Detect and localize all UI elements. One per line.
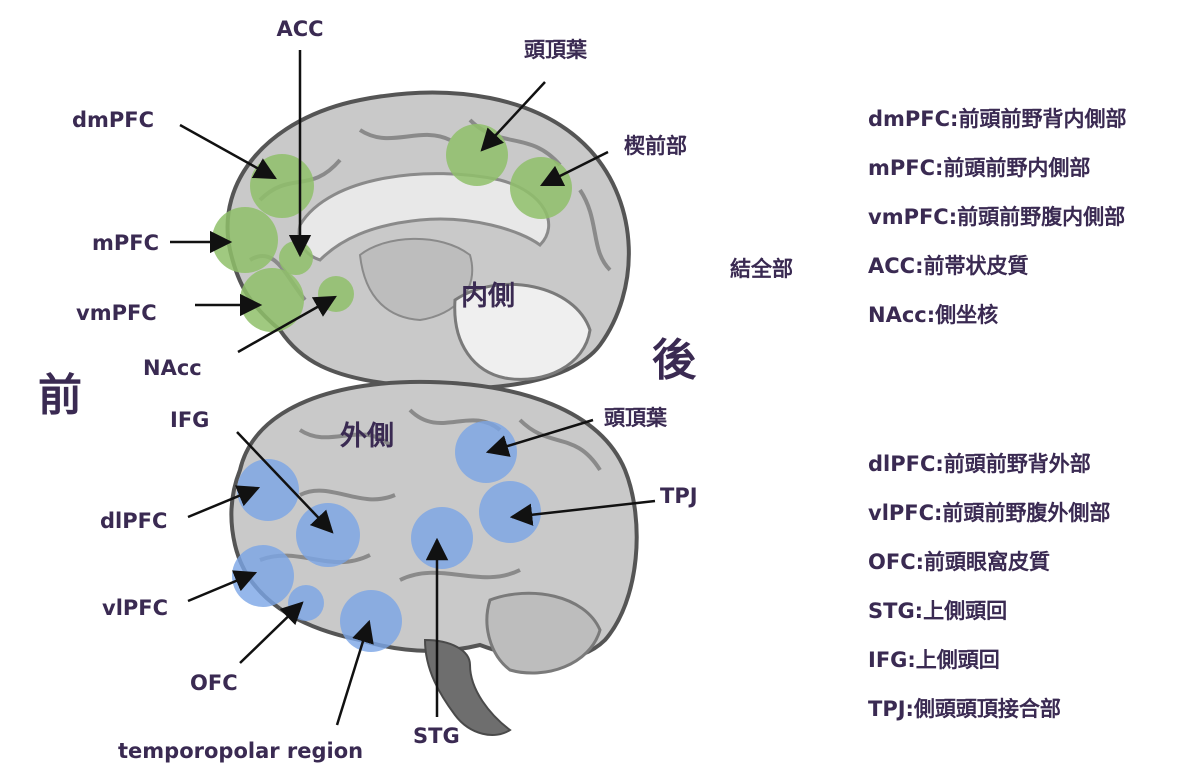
parietal-lateral-region <box>455 421 517 483</box>
nacc-arrow <box>237 295 337 354</box>
medial-brain <box>225 90 631 391</box>
stg-label: STG <box>413 724 460 748</box>
vlpfc-region <box>232 545 294 607</box>
medial-regions <box>212 124 572 332</box>
temporopolar-label: temporopolar region <box>118 739 363 763</box>
ifg-label: IFG <box>170 408 209 432</box>
temporopolar-arrow <box>335 619 374 726</box>
ofc-label: OFC <box>190 671 238 695</box>
legend-item: vlPFC:前頭前野腹外側部 <box>868 501 1111 525</box>
lateral-view-label: 外側 <box>340 421 394 452</box>
legend-item: NAcc:側坐核 <box>868 303 999 327</box>
vlpfc-label: vlPFC <box>102 596 168 620</box>
acc-label: ACC <box>276 17 323 41</box>
nacc-region <box>318 276 354 312</box>
parietal-medial-label: 頭頂葉 <box>524 38 588 62</box>
legend-item: IFG:上側頭回 <box>868 648 1000 672</box>
legend-item: TPJ:側頭頭頂接合部 <box>868 697 1061 721</box>
back-label: 後 <box>652 335 697 386</box>
tpj-label: TPJ <box>660 484 698 508</box>
parietal-lateral-arrow <box>485 418 594 457</box>
legend-item: dlPFC:前頭前野背外部 <box>868 452 1091 476</box>
pointer-arrows <box>170 50 656 726</box>
acc-region <box>279 241 313 275</box>
front-label: 前 <box>38 370 82 421</box>
ifg-arrow <box>236 431 334 534</box>
vmpfc-region <box>240 268 304 332</box>
legend-item: STG:上側頭回 <box>868 599 1008 623</box>
dmpfc-region <box>250 154 314 218</box>
stg-region <box>411 507 473 569</box>
precuneus-label: 楔前部 <box>624 134 687 158</box>
brainstem <box>423 638 512 736</box>
ofc-arrow <box>239 601 304 664</box>
middle-label: 結全部 <box>730 257 793 281</box>
legend-item: OFC:前頭眼窩皮質 <box>868 550 1051 574</box>
dlpfc-region <box>237 459 299 521</box>
parietal-medial-arrow <box>480 81 546 152</box>
ifg-region <box>296 503 360 567</box>
parietal-lateral-label: 頭頂葉 <box>604 406 668 430</box>
dmpfc-arrow <box>179 123 277 180</box>
vlpfc-arrow <box>187 570 258 603</box>
dlpfc-label: dlPFC <box>100 509 167 533</box>
legend-item: mPFC:前頭前野内側部 <box>868 156 1091 180</box>
ofc-region <box>288 585 324 621</box>
tpj-region <box>479 481 541 543</box>
precuneus-region <box>510 157 572 219</box>
legend-medial: dmPFC:前頭前野背内側部 mPFC:前頭前野内側部 vmPFC:前頭前野腹内… <box>868 95 1126 340</box>
corpus-callosum <box>297 172 551 262</box>
medial-cerebellum <box>453 282 592 381</box>
legend-lateral: dlPFC:前頭前野背外部 vlPFC:前頭前野腹外側部 OFC:前頭眼窩皮質 … <box>868 440 1110 734</box>
mpfc-region <box>212 207 278 273</box>
vmpfc-label: vmPFC <box>76 301 157 325</box>
lateral-cerebellum <box>485 591 602 675</box>
mpfc-label: mPFC <box>92 231 159 255</box>
medial-view-label: 内側 <box>461 281 515 312</box>
legend-item: dmPFC:前頭前野背内側部 <box>868 107 1127 131</box>
dlpfc-arrow <box>187 485 261 519</box>
tpj-arrow <box>509 499 656 526</box>
diagram-labels: 前 後 内側 外側 ACC dmPFC mPFC vmPFC NAcc 頭頂葉 … <box>38 17 793 763</box>
nacc-label: NAcc <box>143 356 202 380</box>
temporopolar-region <box>340 590 402 652</box>
dmpfc-label: dmPFC <box>72 108 154 132</box>
precuneus-arrow <box>539 150 609 187</box>
legend-item: ACC:前帯状皮質 <box>868 254 1029 278</box>
legend-item: vmPFC:前頭前野腹内側部 <box>868 205 1126 229</box>
